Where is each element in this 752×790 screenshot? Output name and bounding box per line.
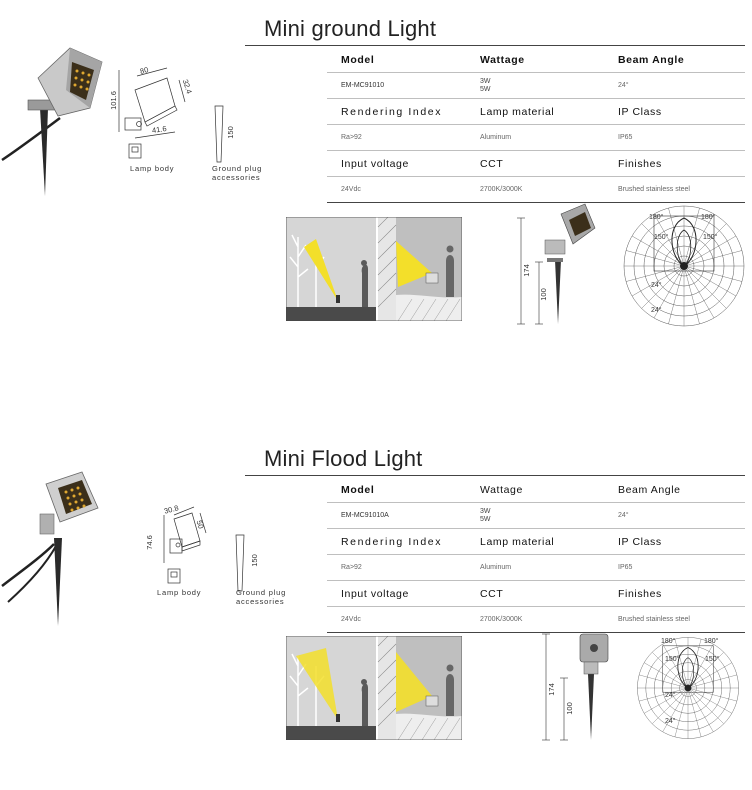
spec-value-row: EM-MC91010A 3W 5W 24°: [327, 503, 745, 529]
spec-value-row: Ra>92 Aluminum IP65: [327, 125, 745, 151]
application-illustration: [286, 217, 462, 321]
finishes-value: Brushed stainless steel: [618, 616, 690, 623]
ip-class-label: IP Class: [618, 105, 662, 118]
spec-table: Model Wattage Beam Angle EM-MC91010 3W 5…: [327, 47, 745, 203]
polar-label: 24°: [665, 692, 676, 699]
beam-angle-value: 24°: [618, 512, 629, 519]
polar-label: 24°: [665, 718, 676, 725]
application-illustration: [286, 636, 462, 740]
model-value: EM-MC91010: [341, 82, 385, 89]
polar-label: 180°: [649, 214, 664, 221]
lamp-material-label: Lamp material: [480, 105, 555, 118]
plug-caption-line: Ground plug: [236, 588, 287, 597]
dim-plug-length: 150: [249, 554, 259, 567]
spec-header-row: Model Wattage Beam Angle: [327, 477, 745, 503]
photometric-polar-diagram: [623, 205, 745, 327]
side-dim-stake: 100: [538, 288, 548, 301]
input-voltage-label: Input voltage: [341, 587, 409, 600]
beam-angle-label: Beam Angle: [618, 53, 685, 66]
product-title: Mini Flood Light: [264, 446, 423, 471]
wattage-value: 3W 5W: [480, 73, 491, 98]
finishes-label: Finishes: [618, 587, 662, 600]
spec-header-row: Input voltage CCT Finishes: [327, 151, 745, 177]
title-rule: [245, 475, 745, 476]
lamp-material-value: Aluminum: [480, 134, 512, 141]
beam-angle-value: 24°: [618, 82, 629, 89]
lamp-body-caption: Lamp body: [157, 588, 202, 597]
dim-height: 74.6: [144, 535, 154, 550]
side-dim-stake: 100: [564, 702, 574, 715]
spec-header-row: Model Wattage Beam Angle: [327, 47, 745, 73]
rendering-index-label: Rendering Index: [341, 535, 443, 548]
side-dim-total: 174: [521, 264, 531, 277]
model-value: EM-MC91010A: [341, 512, 389, 519]
finishes-label: Finishes: [618, 157, 662, 170]
dimension-drawing: [118, 67, 224, 163]
polar-label: 180°: [701, 214, 716, 221]
dimension-drawing: [163, 506, 245, 592]
photometric-polar-diagram: [637, 637, 739, 739]
wattage-value: 3W 5W: [480, 503, 491, 528]
polar-label: 180°: [704, 638, 719, 645]
side-view-drawing: [517, 203, 596, 325]
spec-value-row: 24Vdc 2700K/3000K Brushed stainless stee…: [327, 607, 745, 633]
polar-label: 24°: [651, 282, 662, 289]
lamp-material-value: Aluminum: [480, 564, 512, 571]
beam-angle-label: Beam Angle: [618, 483, 681, 496]
spec-value-row: Ra>92 Aluminum IP65: [327, 555, 745, 581]
wattage-label: Wattage: [480, 53, 525, 66]
cct-value: 2700K/3000K: [480, 186, 523, 193]
polar-label: 150°: [703, 234, 718, 241]
wattage-option: 3W: [480, 77, 491, 85]
dim-plug-length: 150: [225, 126, 235, 139]
wattage-option: 5W: [480, 515, 491, 523]
product-photo: [1, 471, 99, 626]
cct-label: CCT: [480, 587, 504, 600]
spec-header-row: Rendering Index Lamp material IP Class: [327, 99, 745, 125]
product-photo: [1, 47, 103, 196]
polar-label: 150°: [705, 656, 720, 663]
wattage-label: Wattage: [480, 483, 523, 496]
polar-label: 150°: [654, 234, 669, 241]
title-rule: [245, 45, 745, 46]
lamp-material-label: Lamp material: [480, 535, 555, 548]
model-label: Model: [341, 483, 375, 496]
plug-caption-line: accessories: [236, 597, 285, 606]
plug-caption-line: Ground plug: [212, 164, 263, 173]
polar-label: 24°: [651, 307, 662, 314]
rendering-index-label: Rendering Index: [341, 105, 443, 118]
plug-caption-line: accessories: [212, 173, 261, 182]
rendering-index-value: Ra>92: [341, 134, 362, 141]
polar-label: 180°: [661, 638, 676, 645]
spec-header-row: Input voltage CCT Finishes: [327, 581, 745, 607]
spec-table: Model Wattage Beam Angle EM-MC91010A 3W …: [327, 477, 745, 633]
wattage-option: 5W: [480, 85, 491, 93]
side-view-drawing: [542, 633, 609, 741]
input-voltage-value: 24Vdc: [341, 616, 361, 623]
spec-value-row: 24Vdc 2700K/3000K Brushed stainless stee…: [327, 177, 745, 203]
rendering-index-value: Ra>92: [341, 564, 362, 571]
ip-class-value: IP65: [618, 134, 633, 141]
finishes-value: Brushed stainless steel: [618, 186, 690, 193]
polar-label: 150°: [665, 656, 680, 663]
plug-caption: Ground plug accessories: [236, 588, 286, 606]
lamp-body-caption: Lamp body: [130, 164, 175, 173]
spec-header-row: Rendering Index Lamp material IP Class: [327, 529, 745, 555]
cct-label: CCT: [480, 157, 504, 170]
product-section-ground-light: Mini ground Light 80 32.4: [0, 0, 752, 360]
cct-value: 2700K/3000K: [480, 616, 523, 623]
ip-class-label: IP Class: [618, 535, 662, 548]
dim-height: 101.6: [108, 91, 118, 110]
spec-value-row: EM-MC91010 3W 5W 24°: [327, 73, 745, 99]
side-dim-total: 174: [546, 683, 556, 696]
input-voltage-label: Input voltage: [341, 157, 409, 170]
input-voltage-value: 24Vdc: [341, 186, 361, 193]
product-title: Mini ground Light: [264, 16, 437, 41]
plug-caption: Ground plug accessories: [212, 164, 262, 182]
product-section-flood-light: Mini Flood Light 30.8 50 74.6: [0, 430, 752, 790]
model-label: Model: [341, 53, 375, 66]
wattage-option: 3W: [480, 507, 491, 515]
ip-class-value: IP65: [618, 564, 633, 571]
